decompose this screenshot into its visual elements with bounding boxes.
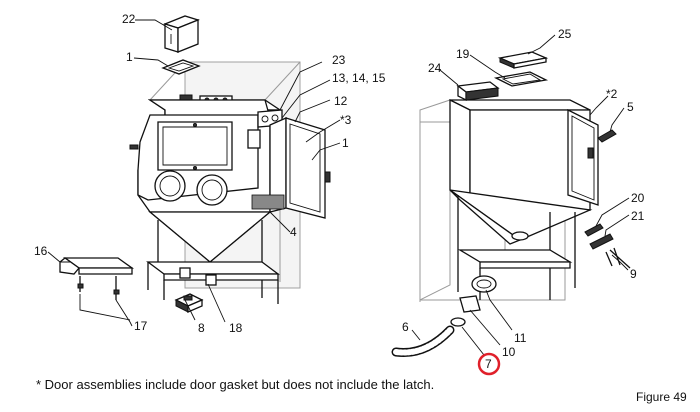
fitting-part-9 — [605, 247, 631, 269]
callout-18: 18 — [229, 321, 243, 335]
gasket-part-19 — [493, 71, 549, 87]
foot-pedal-part-8 — [174, 293, 204, 313]
callout-20: 20 — [631, 191, 645, 205]
exhaust-filter-part-22 — [163, 15, 200, 53]
callout-5: 5 — [627, 100, 634, 114]
callout-6: 6 — [402, 320, 409, 334]
left-cabinet-hopper — [148, 211, 272, 263]
right-cabinet-assembly — [391, 51, 631, 358]
leader-lines — [47, 19, 630, 356]
callout-25: 25 — [558, 27, 572, 41]
filter-top-part-25 — [497, 51, 549, 69]
footnote: * Door assemblies include door gasket bu… — [36, 377, 434, 392]
fitting-part-21 — [589, 233, 614, 250]
highlight-circle — [477, 352, 501, 376]
valve-part-20 — [584, 223, 604, 237]
right-cabinet-hopper — [449, 189, 593, 245]
control-box-part-24 — [456, 81, 500, 102]
callout-23: 23 — [332, 53, 346, 67]
callout-1-side: 1 — [342, 136, 349, 150]
left-cabinet-body — [129, 99, 271, 213]
callout-3: *3 — [340, 113, 352, 127]
callout-17: 17 — [134, 319, 148, 333]
callout-labels: 22 1 23 13, 14, 15 12 *3 1 4 16 17 8 18 … — [34, 12, 645, 376]
left-cabinet-base-frame — [146, 220, 280, 304]
callout-11: 11 — [514, 331, 527, 345]
callout-12: 12 — [334, 94, 348, 108]
flange-part-11 — [471, 275, 497, 293]
right-cabinet-body — [449, 98, 599, 211]
callout-9: 9 — [630, 267, 637, 281]
callout-22: 22 — [122, 12, 136, 26]
left-cabinet-assembly — [59, 15, 331, 313]
callout-7-highlighted: 7 — [485, 357, 492, 371]
hose-clamp-part-7 — [450, 317, 466, 327]
filter-gasket-part-1 — [161, 59, 201, 75]
left-cabinet-side-door — [251, 117, 331, 219]
figure-label: Figure 49 — [636, 390, 687, 404]
callout-19: 19 — [456, 47, 470, 61]
callout-10: 10 — [502, 345, 516, 359]
callout-24: 24 — [428, 61, 442, 75]
callout-16: 16 — [34, 244, 48, 258]
shelf-part-16 — [59, 257, 135, 300]
callout-8: 8 — [198, 321, 205, 335]
adapter-part-10 — [459, 295, 481, 313]
callout-1-top: 1 — [126, 50, 133, 64]
hose-part-6 — [391, 325, 455, 358]
door-latch-part-5 — [597, 129, 617, 143]
callout-4: 4 — [290, 225, 297, 239]
callout-13-14-15: 13, 14, 15 — [332, 71, 386, 85]
callout-2: *2 — [606, 87, 618, 101]
callout-21: 21 — [631, 209, 645, 223]
